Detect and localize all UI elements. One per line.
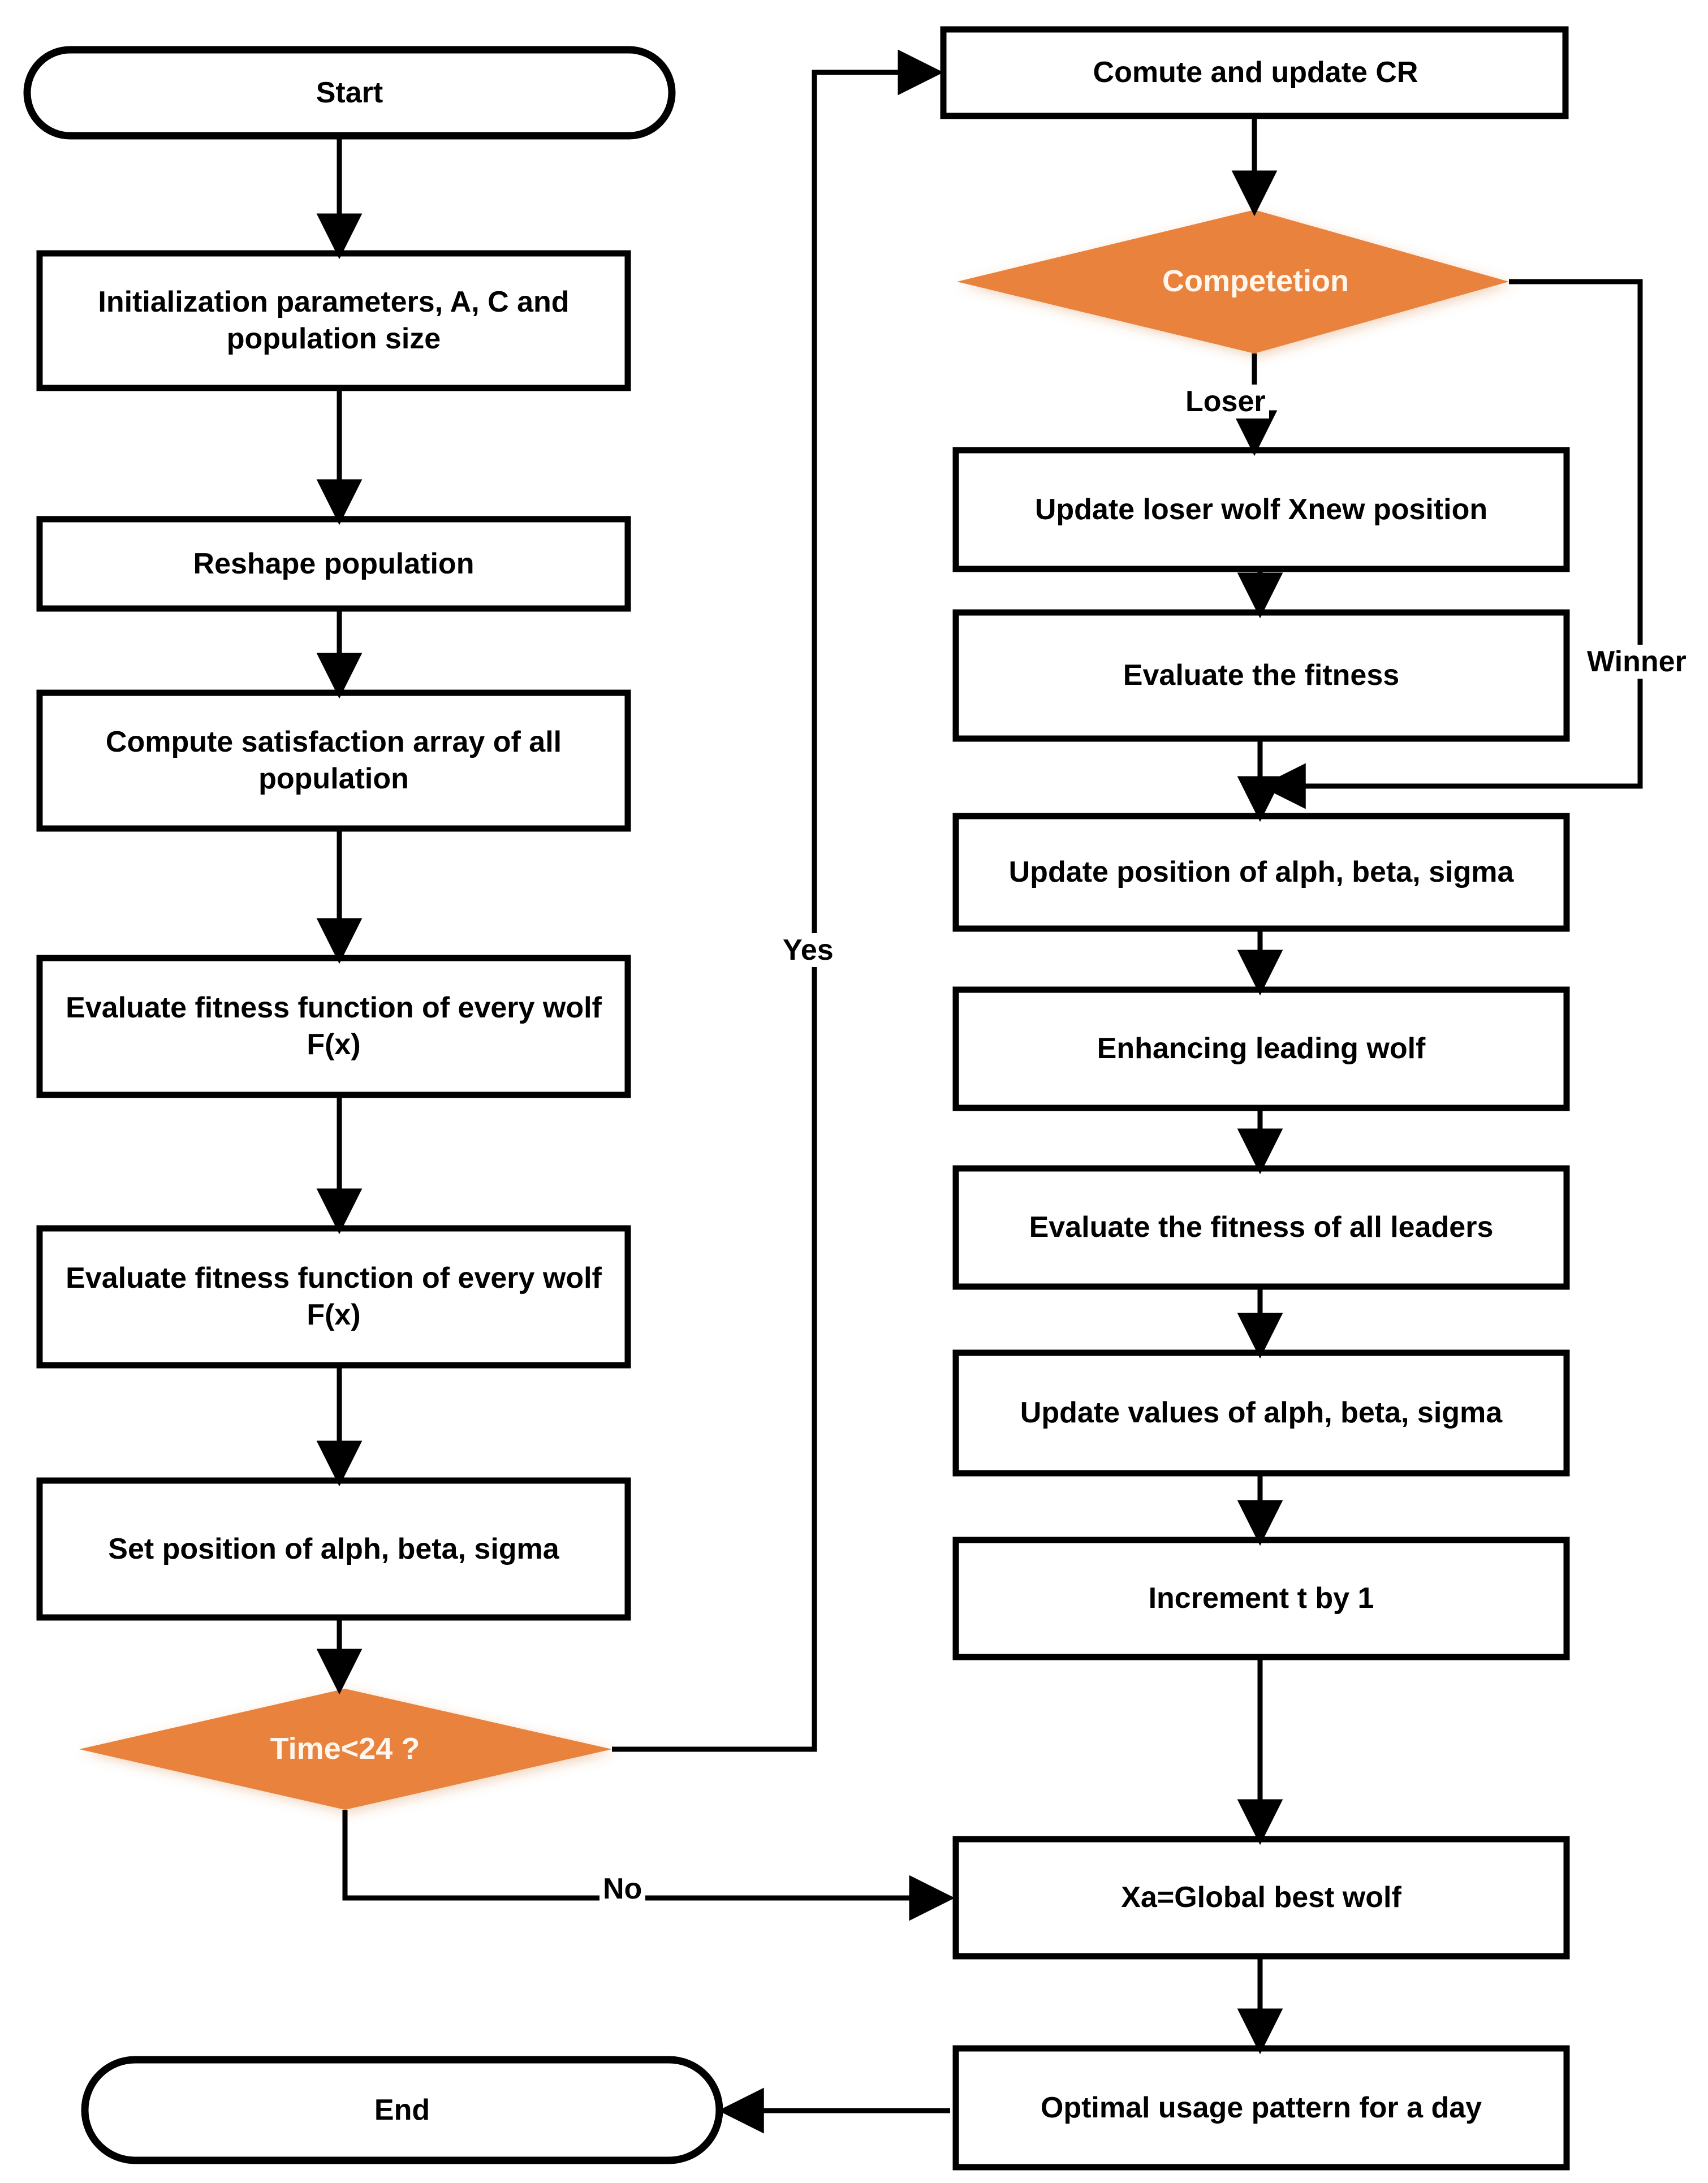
edge-time24-yes-cr — [612, 49, 944, 1752]
edge-label-loser: Loser — [1182, 385, 1269, 419]
node-evalfit-shape — [952, 609, 1570, 742]
edge-label-yes: Yes — [779, 933, 837, 967]
node-competetion-shape — [957, 210, 1509, 353]
node-time24-shape — [79, 1689, 612, 1810]
node-fitness2-shape — [36, 1225, 631, 1369]
node-loserpos-shape — [952, 447, 1570, 572]
node-setpos-shape — [36, 1477, 631, 1621]
node-updatepos-shape — [952, 813, 1570, 932]
node-evalleaders-shape — [952, 1165, 1570, 1290]
node-cr-shape — [940, 26, 1569, 119]
node-increment-shape — [952, 1537, 1570, 1660]
node-satisfaction-shape — [36, 689, 631, 832]
edge-label-no: No — [599, 1872, 646, 1906]
edge-label-winner: Winner — [1584, 645, 1690, 679]
node-start-shape — [23, 46, 676, 140]
node-fitness1-shape — [36, 955, 631, 1098]
node-reshape-shape — [36, 516, 631, 612]
node-optimal-shape — [952, 2045, 1570, 2171]
node-enhance-shape — [952, 986, 1570, 1111]
node-updateval-shape — [952, 1349, 1570, 1477]
edge-competetion-winner-junction — [1260, 279, 1643, 809]
node-globalbest-shape — [952, 1836, 1570, 1960]
edge-time24-no-globalbest — [342, 1810, 955, 1921]
node-init-shape — [36, 250, 631, 391]
node-end-shape — [81, 2056, 723, 2164]
